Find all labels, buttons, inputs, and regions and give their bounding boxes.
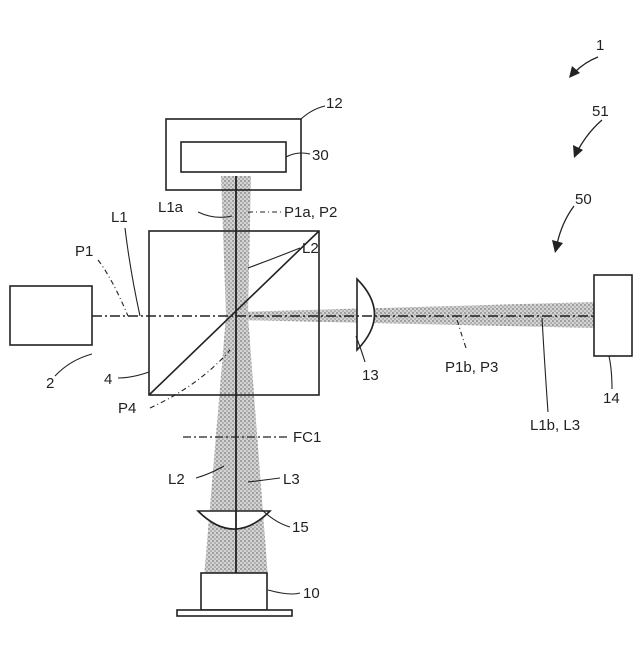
label-L1b-L3: L1b, L3: [530, 417, 580, 434]
label-P1: P1: [75, 243, 93, 260]
leader-lines: [55, 106, 612, 594]
label-P1b-P3: P1b, P3: [445, 359, 498, 376]
label-4: 4: [104, 371, 112, 388]
label-12: 12: [326, 95, 343, 112]
component-10-base: [177, 610, 292, 616]
label-15: 15: [292, 519, 309, 536]
component-2: [10, 286, 92, 345]
component-30: [181, 142, 286, 172]
label-13: 13: [362, 367, 379, 384]
component-10: [201, 573, 267, 610]
label-L2-upper: L2: [302, 240, 319, 257]
label-L1: L1: [111, 209, 128, 226]
label-14: 14: [603, 390, 620, 407]
label-P1a-P2: P1a, P2: [284, 204, 337, 221]
label-P4: P4: [118, 400, 136, 417]
label-fig-51: 51: [592, 103, 609, 120]
label-L2-lower: L2: [168, 471, 185, 488]
component-13-lens: [357, 279, 375, 350]
label-fig-50: 50: [575, 191, 592, 208]
label-L3: L3: [283, 471, 300, 488]
label-30: 30: [312, 147, 329, 164]
beam-right: [235, 302, 595, 328]
arrow-heads: [552, 66, 583, 253]
label-2: 2: [46, 375, 54, 392]
label-FC1: FC1: [293, 429, 321, 446]
label-10: 10: [303, 585, 320, 602]
label-fig-1: 1: [596, 37, 604, 54]
label-L1a: L1a: [158, 199, 184, 216]
component-14: [594, 275, 632, 356]
